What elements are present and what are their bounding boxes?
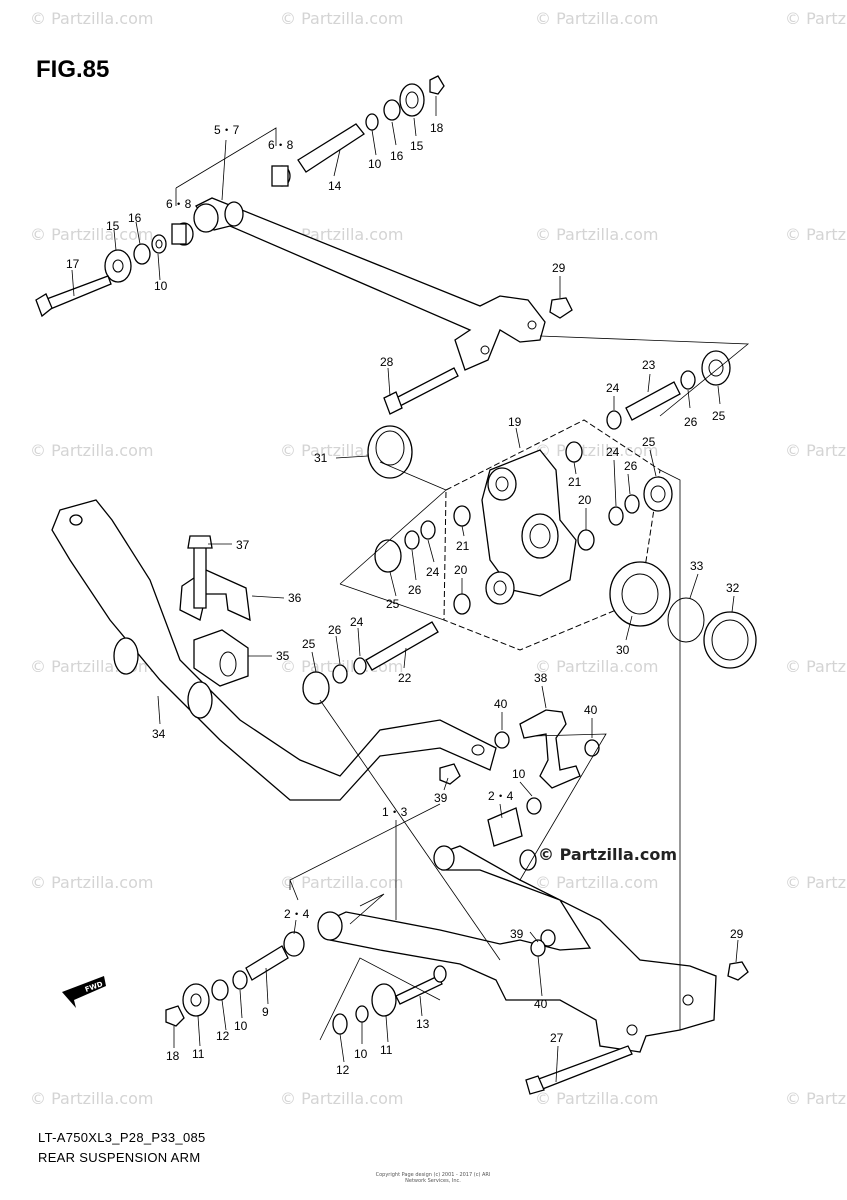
callout-label: 29 bbox=[730, 927, 744, 941]
watermark: © Partzilla.com bbox=[30, 225, 153, 244]
callout-label: 35 bbox=[276, 649, 290, 663]
callout-label: 17 bbox=[66, 257, 80, 271]
watermark: © Partzilla.com bbox=[535, 1089, 658, 1108]
callout-label: 10 bbox=[368, 157, 382, 171]
callout-label: 1・3 bbox=[382, 805, 408, 819]
guide-lines bbox=[175, 127, 750, 1041]
partzilla-stamp: © Partzilla.com bbox=[538, 845, 677, 864]
callout-label: 15 bbox=[410, 139, 424, 153]
watermark: © Partzilla.com bbox=[785, 657, 847, 676]
stabilizer-assembly bbox=[51, 499, 600, 847]
callout-label: 6・8 bbox=[268, 138, 294, 152]
callout-label: 2・4 bbox=[284, 907, 310, 921]
callout-label: 16 bbox=[128, 211, 142, 225]
fwd-arrow-icon: FWD bbox=[62, 976, 106, 1008]
callout-label: 29 bbox=[552, 261, 566, 275]
watermark: © Partzilla.com bbox=[535, 225, 658, 244]
callout-label: 2・4 bbox=[488, 789, 514, 803]
watermark: © Partzilla.com bbox=[30, 441, 153, 460]
callout-label: 12 bbox=[336, 1063, 350, 1077]
callout-label: 10 bbox=[234, 1019, 248, 1033]
callout-label: 21 bbox=[456, 539, 470, 553]
watermark: © Partzilla.com bbox=[535, 9, 658, 28]
callout-label: 19 bbox=[508, 415, 522, 429]
callout-label: 10 bbox=[512, 767, 526, 781]
callout-label: 18 bbox=[166, 1049, 180, 1063]
drawing-code: LT-A750XL3_P28_P33_085 bbox=[38, 1130, 206, 1145]
watermark: © Partzilla.com bbox=[30, 873, 153, 892]
callout-label: 15 bbox=[106, 219, 120, 233]
callout-label: 20 bbox=[454, 563, 468, 577]
callout-label: 18 bbox=[430, 121, 444, 135]
callout-label: 40 bbox=[494, 697, 508, 711]
watermark: © Partzilla.com bbox=[280, 873, 403, 892]
watermark: © Partzilla.com bbox=[280, 9, 403, 28]
callout-label: 6・8 bbox=[166, 197, 192, 211]
callout-label: 32 bbox=[726, 581, 740, 595]
callout-label: 11 bbox=[380, 1043, 393, 1057]
callout-label: 24 bbox=[606, 445, 620, 459]
callout-label: 37 bbox=[236, 538, 250, 552]
watermark: © Partzilla.com bbox=[280, 1089, 403, 1108]
callout-label: 27 bbox=[550, 1031, 564, 1045]
watermark: © Partzilla.com bbox=[785, 873, 847, 892]
callout-label: 9 bbox=[262, 1005, 269, 1019]
callout-label: 40 bbox=[584, 703, 598, 717]
callout-label: 36 bbox=[288, 591, 302, 605]
callout-label: 24 bbox=[606, 381, 620, 395]
callout-label: 39 bbox=[434, 791, 448, 805]
callout-label: 39 bbox=[510, 927, 524, 941]
callout-label: 25 bbox=[712, 409, 726, 423]
callout-label: 10 bbox=[154, 279, 168, 293]
callout-leaders bbox=[71, 96, 739, 1083]
callout-label: 25 bbox=[302, 637, 316, 651]
watermark: © Partzilla.com bbox=[785, 225, 847, 244]
callout-label: 28 bbox=[380, 355, 394, 369]
knuckle-assembly bbox=[302, 350, 757, 705]
lower-arm-assembly bbox=[165, 845, 749, 1095]
upper-arm-assembly bbox=[35, 75, 573, 415]
callout-label: 23 bbox=[642, 358, 656, 372]
callout-label: 13 bbox=[416, 1017, 430, 1031]
callout-label: 21 bbox=[568, 475, 582, 489]
callout-label: 11 bbox=[192, 1047, 205, 1061]
callout-label: 25 bbox=[386, 597, 400, 611]
callout-label: 16 bbox=[390, 149, 404, 163]
callout-label: 30 bbox=[616, 643, 630, 657]
callout-label: 38 bbox=[534, 671, 548, 685]
figure-label: FIG.85 bbox=[36, 56, 110, 83]
callout-label: 26 bbox=[408, 583, 422, 597]
callout-label: 31 bbox=[314, 451, 328, 465]
fwd-label: FWD bbox=[84, 980, 104, 994]
callout-label: 22 bbox=[398, 671, 412, 685]
callout-label: 12 bbox=[216, 1029, 230, 1043]
copyright-note: Copyright Page design (c) 2001 - 2017 (c… bbox=[375, 1172, 491, 1184]
callout-label: 33 bbox=[690, 559, 704, 573]
watermark: © Partzilla.com bbox=[785, 441, 847, 460]
callout-label: 14 bbox=[328, 179, 342, 193]
watermark: © Partzilla.com bbox=[30, 9, 153, 28]
callout-label: 24 bbox=[350, 615, 364, 629]
callout-label: 34 bbox=[152, 727, 166, 741]
callout-label: 26 bbox=[328, 623, 342, 637]
callout-labels: 5・7 6・8 6・8 14 10 16 15 18 15 16 17 10 2… bbox=[66, 121, 744, 1077]
callout-label: 40 bbox=[534, 997, 548, 1011]
callout-label: 20 bbox=[578, 493, 592, 507]
callout-label: 25 bbox=[642, 435, 656, 449]
watermark: © Partzilla.com bbox=[785, 1089, 847, 1108]
callout-label: 5・7 bbox=[214, 123, 240, 137]
callout-label: 10 bbox=[354, 1047, 368, 1061]
callout-label: 26 bbox=[624, 459, 638, 473]
callout-label: 24 bbox=[426, 565, 440, 579]
watermark: © Partzilla.com bbox=[535, 657, 658, 676]
drawing-title: REAR SUSPENSION ARM bbox=[38, 1150, 201, 1165]
watermark: © Partzilla.com bbox=[785, 9, 847, 28]
callout-label: 26 bbox=[684, 415, 698, 429]
watermark: © Partzilla.com bbox=[30, 1089, 153, 1108]
watermark: © Partzilla.com bbox=[535, 873, 658, 892]
